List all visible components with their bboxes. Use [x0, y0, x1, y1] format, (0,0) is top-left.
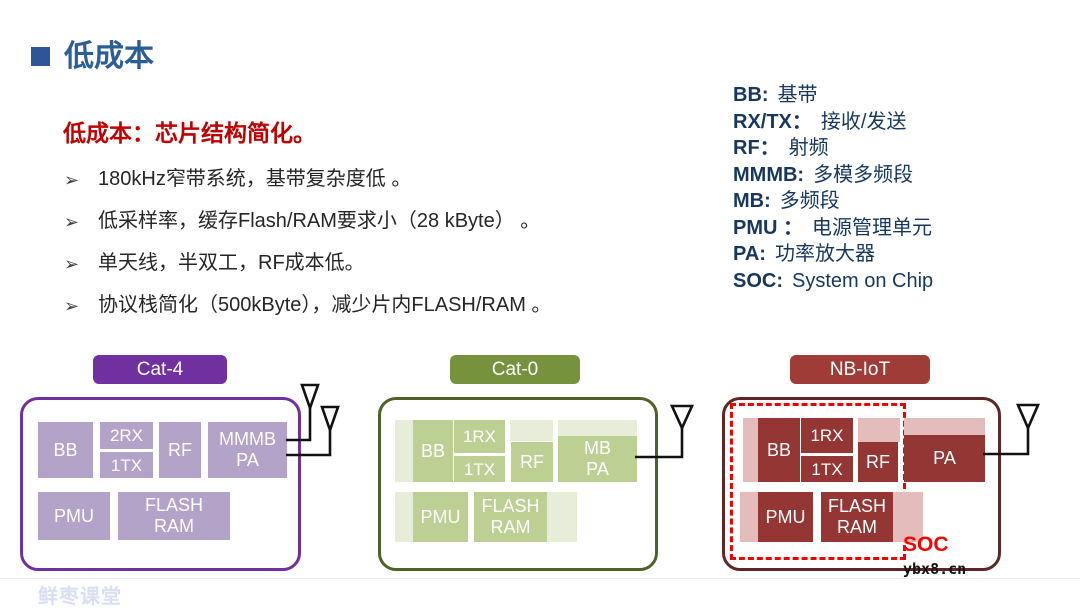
- legend-row: RX/TX： 接收/发送: [733, 109, 933, 136]
- arrow-bullet-icon: ➢: [64, 170, 80, 190]
- legend-desc: 多模多频段: [813, 163, 914, 186]
- cat0-bb-block: BB: [413, 420, 453, 482]
- cat4-label: Cat-4: [93, 355, 227, 384]
- abbreviation-legend: BB: 基带 RX/TX： 接收/发送 RF： 射频 MMMB: 多模多频段 MB: 多频…: [733, 82, 933, 294]
- nbiot-bb-shadow: [743, 418, 758, 482]
- nbiot-bb-block: BB: [758, 418, 800, 482]
- divider: [0, 578, 1080, 579]
- block-label: MMMB: [219, 429, 276, 449]
- legend-row: MB: 多频段: [733, 188, 933, 215]
- legend-abbr: RX/TX：: [733, 110, 812, 133]
- arrow-bullet-icon: ➢: [64, 212, 80, 232]
- title-bullet-square: [31, 47, 50, 66]
- page-title: 低成本: [64, 40, 154, 73]
- arrow-bullet-icon: ➢: [64, 296, 80, 316]
- legend-row: PA: 功率放大器: [733, 241, 933, 268]
- list-item: ➢ 单天线，半双工，RF成本低。: [64, 250, 684, 277]
- nbiot-rf-block: RF: [858, 442, 898, 482]
- watermark-right: ybx8.cn: [903, 560, 967, 578]
- legend-abbr: SOC:: [733, 269, 783, 292]
- block-label: RAM: [837, 517, 877, 537]
- legend-abbr: PMU ：: [733, 216, 803, 239]
- legend-abbr: BB:: [733, 84, 769, 106]
- cat4-bb-block: BB: [38, 422, 93, 478]
- legend-row: SOC: System on Chip: [733, 268, 933, 295]
- subtitle: 低成本：芯片结构简化。: [63, 120, 316, 146]
- list-item: ➢ 180kHz窄带系统，基带复杂度低 。: [64, 166, 684, 193]
- nbiot-pa-shadow: [904, 418, 985, 435]
- block-label: FLASH: [144, 495, 204, 515]
- cat0-bb-shadow: [395, 420, 413, 482]
- cat4-pmu-block: PMU: [38, 492, 110, 540]
- cat0-pa-shadow: [558, 420, 637, 436]
- cat4-flash-ram-block: FLASH RAM: [118, 492, 230, 540]
- legend-desc: 射频: [788, 137, 829, 159]
- cat0-rf-block: RF: [511, 442, 553, 482]
- legend-abbr: MMMB:: [733, 163, 805, 186]
- cat0-rx-block: 1RX: [454, 420, 505, 453]
- bullet-text: 单天线，半双工，RF成本低。: [98, 252, 365, 274]
- legend-row: RF： 射频: [733, 135, 933, 162]
- block-label: PA: [586, 459, 609, 479]
- cat0-flash-shadow: [547, 492, 577, 542]
- watermark-left: 鲜枣课堂: [38, 586, 122, 608]
- antenna-icon: [635, 404, 695, 459]
- cat0-mb-pa-block: MB PA: [558, 436, 637, 482]
- nbiot-rx-block: 1RX: [801, 418, 853, 453]
- legend-row: PMU ： 电源管理单元: [733, 215, 933, 242]
- legend-desc: 电源管理单元: [812, 216, 932, 239]
- list-item: ➢ 协议栈简化（500kByte），减少片内FLASH/RAM 。: [64, 292, 684, 319]
- nbiot-flash-ram-block: FLASH RAM: [821, 492, 893, 542]
- legend-abbr: PA:: [733, 243, 766, 265]
- bullet-text: 低采样率，缓存Flash/RAM要求小（28 kByte） 。: [98, 210, 541, 232]
- legend-desc: 功率放大器: [774, 243, 875, 265]
- list-item: ➢ 低采样率，缓存Flash/RAM要求小（28 kByte） 。: [64, 208, 684, 235]
- nbiot-rf-shadow: [858, 418, 900, 442]
- nbiot-pmu-shadow: [740, 492, 758, 542]
- antenna-icon: [286, 383, 340, 457]
- block-label: RAM: [154, 516, 194, 536]
- cat0-pmu-block: PMU: [413, 492, 468, 542]
- nbiot-tx-block: 1TX: [801, 456, 853, 482]
- cat0-pmu-shadow: [395, 492, 413, 542]
- legend-desc: 基带: [777, 84, 818, 106]
- legend-abbr: MB:: [733, 190, 771, 212]
- nbiot-label: NB-IoT: [790, 355, 930, 384]
- cat4-rx-block: 2RX: [100, 422, 153, 449]
- block-label: PA: [236, 450, 259, 470]
- cat0-rf-shadow: [510, 420, 553, 441]
- legend-desc: 多频段: [779, 190, 840, 212]
- nbiot-pa-block: PA: [904, 435, 985, 482]
- cat0-label: Cat-0: [450, 355, 580, 384]
- legend-desc: System on Chip: [792, 269, 934, 292]
- nbiot-pmu-block: PMU: [758, 492, 813, 542]
- legend-row: BB: 基带: [733, 82, 933, 109]
- bullet-text: 180kHz窄带系统，基带复杂度低 。: [98, 168, 412, 190]
- block-label: MB: [584, 438, 611, 458]
- cat0-tx-block: 1TX: [454, 456, 505, 482]
- cat4-rf-block: RF: [159, 422, 201, 478]
- cat0-flash-ram-block: FLASH RAM: [474, 492, 547, 542]
- arrow-bullet-icon: ➢: [64, 254, 80, 274]
- bullet-text: 协议栈简化（500kByte），减少片内FLASH/RAM 。: [98, 294, 552, 316]
- cat4-mmmb-pa-block: MMMB PA: [208, 422, 287, 478]
- block-label: FLASH: [481, 496, 540, 516]
- antenna-icon: [983, 403, 1040, 456]
- legend-abbr: RF：: [733, 137, 780, 159]
- bullet-list: ➢ 180kHz窄带系统，基带复杂度低 。 ➢ 低采样率，缓存Flash/RAM…: [64, 166, 684, 334]
- cat4-tx-block: 1TX: [100, 452, 153, 478]
- nbiot-flash-shadow: [893, 492, 923, 542]
- block-label: RAM: [490, 517, 531, 537]
- legend-row: MMMB: 多模多频段: [733, 162, 933, 189]
- block-label: FLASH: [827, 496, 887, 516]
- soc-label: SOC: [903, 533, 949, 556]
- legend-desc: 接收/发送: [820, 110, 907, 133]
